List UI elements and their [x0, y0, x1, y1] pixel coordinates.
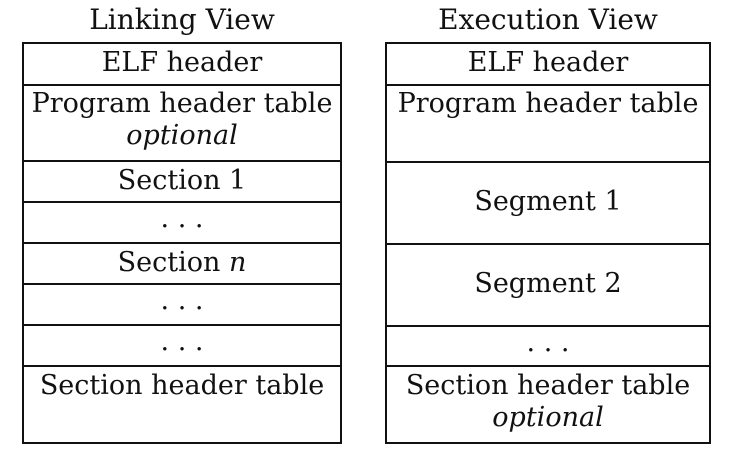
execution-row-label: . . . — [526, 327, 570, 358]
execution-row-note: optional — [492, 402, 604, 433]
linking-row-section-header-table: Section header table — [24, 367, 340, 442]
linking-view-title: Linking View — [89, 3, 275, 36]
linking-row-elf-header: ELF header — [24, 44, 340, 86]
execution-row-segment-1: Segment 1 — [387, 163, 709, 245]
execution-row-segment-2: Segment 2 — [387, 245, 709, 327]
execution-row-label: ELF header — [467, 47, 629, 78]
linking-row-label: ELF header — [101, 47, 263, 78]
linking-row-program-header-table: Program header table optional — [24, 86, 340, 162]
execution-row-label: Segment 1 — [474, 186, 622, 217]
linking-row-label: . . . — [160, 326, 204, 357]
linking-row-label: . . . — [160, 203, 204, 234]
linking-row-section-1: Section 1 — [24, 162, 340, 203]
linking-row-label: Section n — [24, 247, 340, 279]
execution-view-diagram: ELF header Program header table Segment … — [385, 42, 711, 444]
linking-view-diagram: ELF header Program header table optional… — [22, 42, 342, 444]
execution-view-title: Execution View — [438, 3, 658, 36]
execution-row-label: Program header table — [397, 88, 699, 119]
execution-row-label: Segment 2 — [474, 268, 622, 299]
linking-row-section-n: Section n — [24, 244, 340, 285]
execution-row-section-header-table: Section header table optional — [387, 367, 709, 442]
linking-row-label: . . . — [160, 285, 204, 316]
linking-row-label: Section 1 — [117, 165, 247, 196]
execution-row-ellipsis: . . . — [387, 327, 709, 367]
linking-row-label: Section header table — [39, 370, 325, 401]
execution-row-elf-header: ELF header — [387, 44, 709, 86]
linking-row-label: Program header table — [31, 88, 333, 119]
linking-row-label-prefix: Section — [117, 247, 229, 278]
linking-row-label-variable: n — [228, 247, 247, 278]
linking-row-note: optional — [126, 120, 238, 151]
linking-row-ellipsis-3: . . . — [24, 326, 340, 367]
execution-row-label: Section header table — [405, 370, 691, 401]
linking-row-ellipsis-2: . . . — [24, 285, 340, 326]
linking-row-ellipsis-1: . . . — [24, 203, 340, 244]
execution-row-program-header-table: Program header table — [387, 86, 709, 163]
